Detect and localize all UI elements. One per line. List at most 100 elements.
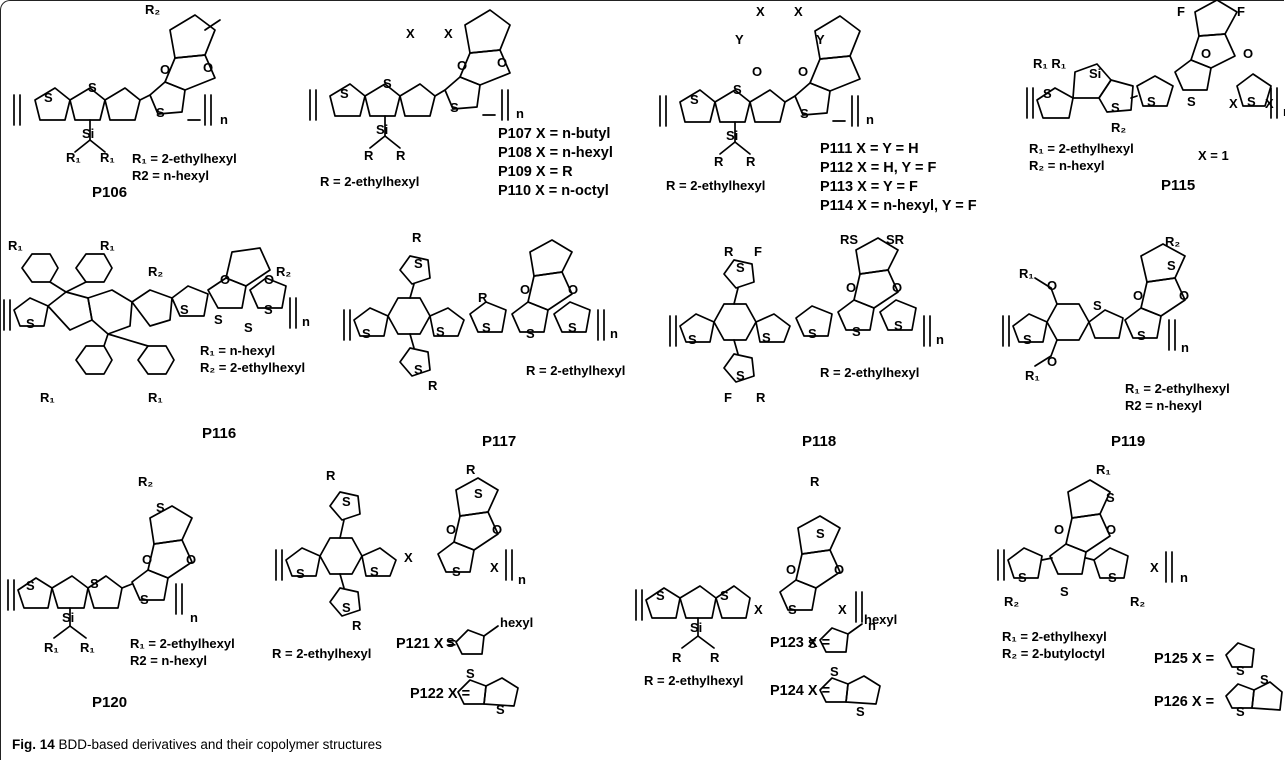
substituent-label: R: [746, 154, 756, 169]
variant-p125: P125 X =: [1154, 651, 1215, 667]
linker-x: X: [838, 602, 847, 617]
substituent-label: R: [412, 230, 422, 245]
substituent-label: R: [428, 378, 438, 393]
figure-caption-text: BDD-based derivatives and their copolyme…: [58, 737, 382, 752]
sulfur-atom: S: [526, 326, 535, 341]
substituent-definitions: R = 2-ethylhexyl: [272, 646, 372, 661]
sulfur-atom: S: [830, 664, 839, 679]
substituent-label: R: [810, 474, 820, 489]
substituent-label: R: [714, 154, 724, 169]
oxygen-atom: O: [1047, 354, 1058, 369]
oxygen-atom: O: [846, 280, 857, 295]
substituent-definitions: R₁ = 2-ethylhexyl R₂ = 2-butyloctyl: [1002, 629, 1107, 661]
variant-p124: P124 X =: [770, 683, 831, 699]
substituent-label: R: [326, 468, 336, 483]
structure-drawing: [659, 15, 861, 155]
sulfur-atom: S: [1093, 298, 1102, 313]
substituent-definitions: R₁ = 2-ethylhexyl R2 = n-hexyl: [132, 151, 237, 183]
sulfur-atom: S: [156, 105, 165, 120]
repeat-unit-n: n: [936, 332, 944, 347]
sulfur-atom: S: [1236, 663, 1245, 678]
substituent-label: X: [756, 4, 765, 19]
fluorine-atom: F: [724, 390, 732, 405]
sulfur-atom: S: [1023, 332, 1032, 347]
variant-p109: P109 X = R: [498, 164, 573, 180]
compound-code: P120: [92, 694, 128, 711]
substituent-label: R₁: [80, 640, 95, 655]
sulfur-atom: S: [452, 564, 461, 579]
structure-drawing: [1026, 0, 1278, 119]
variant-p112: P112 X = H, Y = F: [820, 160, 937, 176]
repeat-unit-n: n: [610, 326, 618, 341]
sulfur-atom: S: [26, 316, 35, 331]
silicon-atom: Si: [82, 126, 95, 141]
substituent-label: R₁: [148, 390, 163, 405]
sulfur-atom: S: [1260, 672, 1269, 687]
substituent-label: R: [478, 290, 488, 305]
compound-code: P106: [92, 184, 128, 201]
linker-x: X: [754, 602, 763, 617]
sulfur-atom: S: [736, 260, 745, 275]
sulfur-atom: S: [244, 320, 253, 335]
substituent-label: R₁: [1096, 462, 1111, 477]
sulfur-atom: S: [1137, 328, 1146, 343]
sulfur-atom: S: [296, 566, 305, 581]
substituent-label: Y: [735, 32, 744, 47]
sulfur-atom: S: [1111, 100, 1120, 115]
oxygen-atom: O: [786, 562, 797, 577]
compound-code: P116: [202, 425, 237, 442]
compound-code: P119: [1111, 433, 1146, 450]
substituent-label: R: [364, 148, 374, 163]
substituent-label: X: [444, 26, 453, 41]
oxygen-atom: O: [1054, 522, 1065, 537]
variant-list: P107 X = n-butyl P108 X = n-hexyl P109 X…: [498, 125, 613, 201]
sulfur-atom: S: [44, 90, 53, 105]
substituent-definitions: R = 2-ethylhexyl: [666, 178, 766, 193]
oxygen-atom: O: [1201, 46, 1212, 61]
sulfur-atom: S: [720, 588, 729, 603]
linker-x: X: [1265, 96, 1274, 111]
sulfur-atom: S: [482, 320, 491, 335]
oxygen-atom: O: [220, 272, 231, 287]
sulfur-atom: S: [733, 82, 742, 97]
substituent-label: R: [672, 650, 682, 665]
oxygen-atom: O: [1047, 278, 1058, 293]
sulfur-atom: S: [446, 635, 455, 650]
structure-drawing: [997, 479, 1283, 711]
structure-p116: R₁ R₁ R₁ R₁ R₂ R₂ S S S S S O O n R₁ = n…: [0, 230, 340, 460]
sulfur-atom: S: [1147, 94, 1156, 109]
variant-p111: P111 X = Y = H: [820, 141, 919, 157]
compound-code: P117: [482, 433, 517, 450]
sulfur-atom: S: [180, 302, 189, 317]
substituent-label: R₂: [1111, 120, 1127, 135]
substituent-label: R₂: [138, 474, 154, 489]
oxygen-atom: O: [446, 522, 457, 537]
sulfur-atom: S: [342, 494, 351, 509]
substituent-label: R₁: [66, 150, 81, 165]
oxygen-atom: O: [497, 55, 508, 70]
repeat-unit-n: n: [866, 112, 874, 127]
substituent-label: R₂: [276, 264, 292, 279]
structure-p111-p114: X X Y Y S S S Si O O n R R R = 2-ethylhe…: [640, 0, 1020, 230]
structure-p106: S S S Si O O n R₂ R₁ R₁ R₁ = 2-ethylhexy…: [0, 0, 300, 230]
sulfur-atom: S: [894, 318, 903, 333]
sulfur-atom: S: [736, 368, 745, 383]
variant-p108: P108 X = n-hexyl: [498, 145, 613, 161]
variant-p123: P123 X =: [770, 635, 831, 651]
sulfur-atom: S: [383, 76, 392, 91]
repeat-unit-n: n: [302, 314, 310, 329]
oxygen-atom: O: [520, 282, 531, 297]
figure-caption: Fig. 14 BDD-based derivatives and their …: [12, 737, 382, 752]
sulfur-atom: S: [90, 576, 99, 591]
sulfur-atom: S: [496, 702, 505, 717]
substituent-label: R: [396, 148, 406, 163]
structure-p121-p122: R R R S S S S S S X X O O n R = 2-ethylh…: [270, 460, 610, 735]
sulfur-atom: S: [466, 666, 475, 681]
structure-drawing: [635, 515, 881, 705]
structure-p120: R₂ S S S S Si O O n R₁ R₁ R₁ = 2-ethylhe…: [0, 460, 280, 735]
structure-drawing: [7, 505, 193, 639]
oxygen-atom: O: [142, 552, 153, 567]
silicon-atom: Si: [1089, 66, 1102, 81]
substituent-label: F: [1237, 4, 1245, 19]
structure-p117: R R R S S S S S S S O O n R = 2-ethylhex…: [330, 230, 670, 460]
